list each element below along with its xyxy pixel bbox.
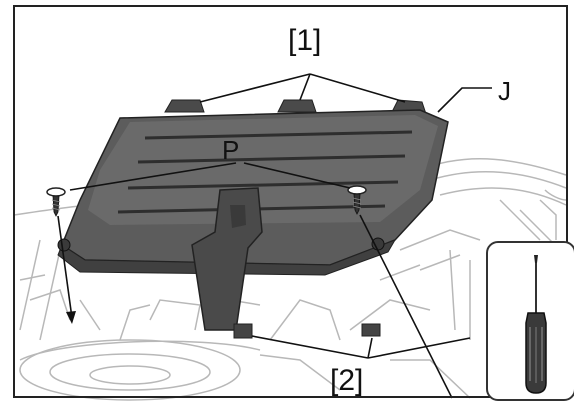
diagram-frame bbox=[13, 5, 568, 398]
part-1-label: [1] bbox=[288, 24, 322, 57]
part-2-label: [2] bbox=[330, 364, 364, 397]
tool-panel bbox=[486, 241, 574, 401]
part-j-label: J bbox=[498, 76, 511, 106]
screwdriver-icon bbox=[525, 255, 547, 394]
part-p-label: P bbox=[222, 135, 240, 165]
